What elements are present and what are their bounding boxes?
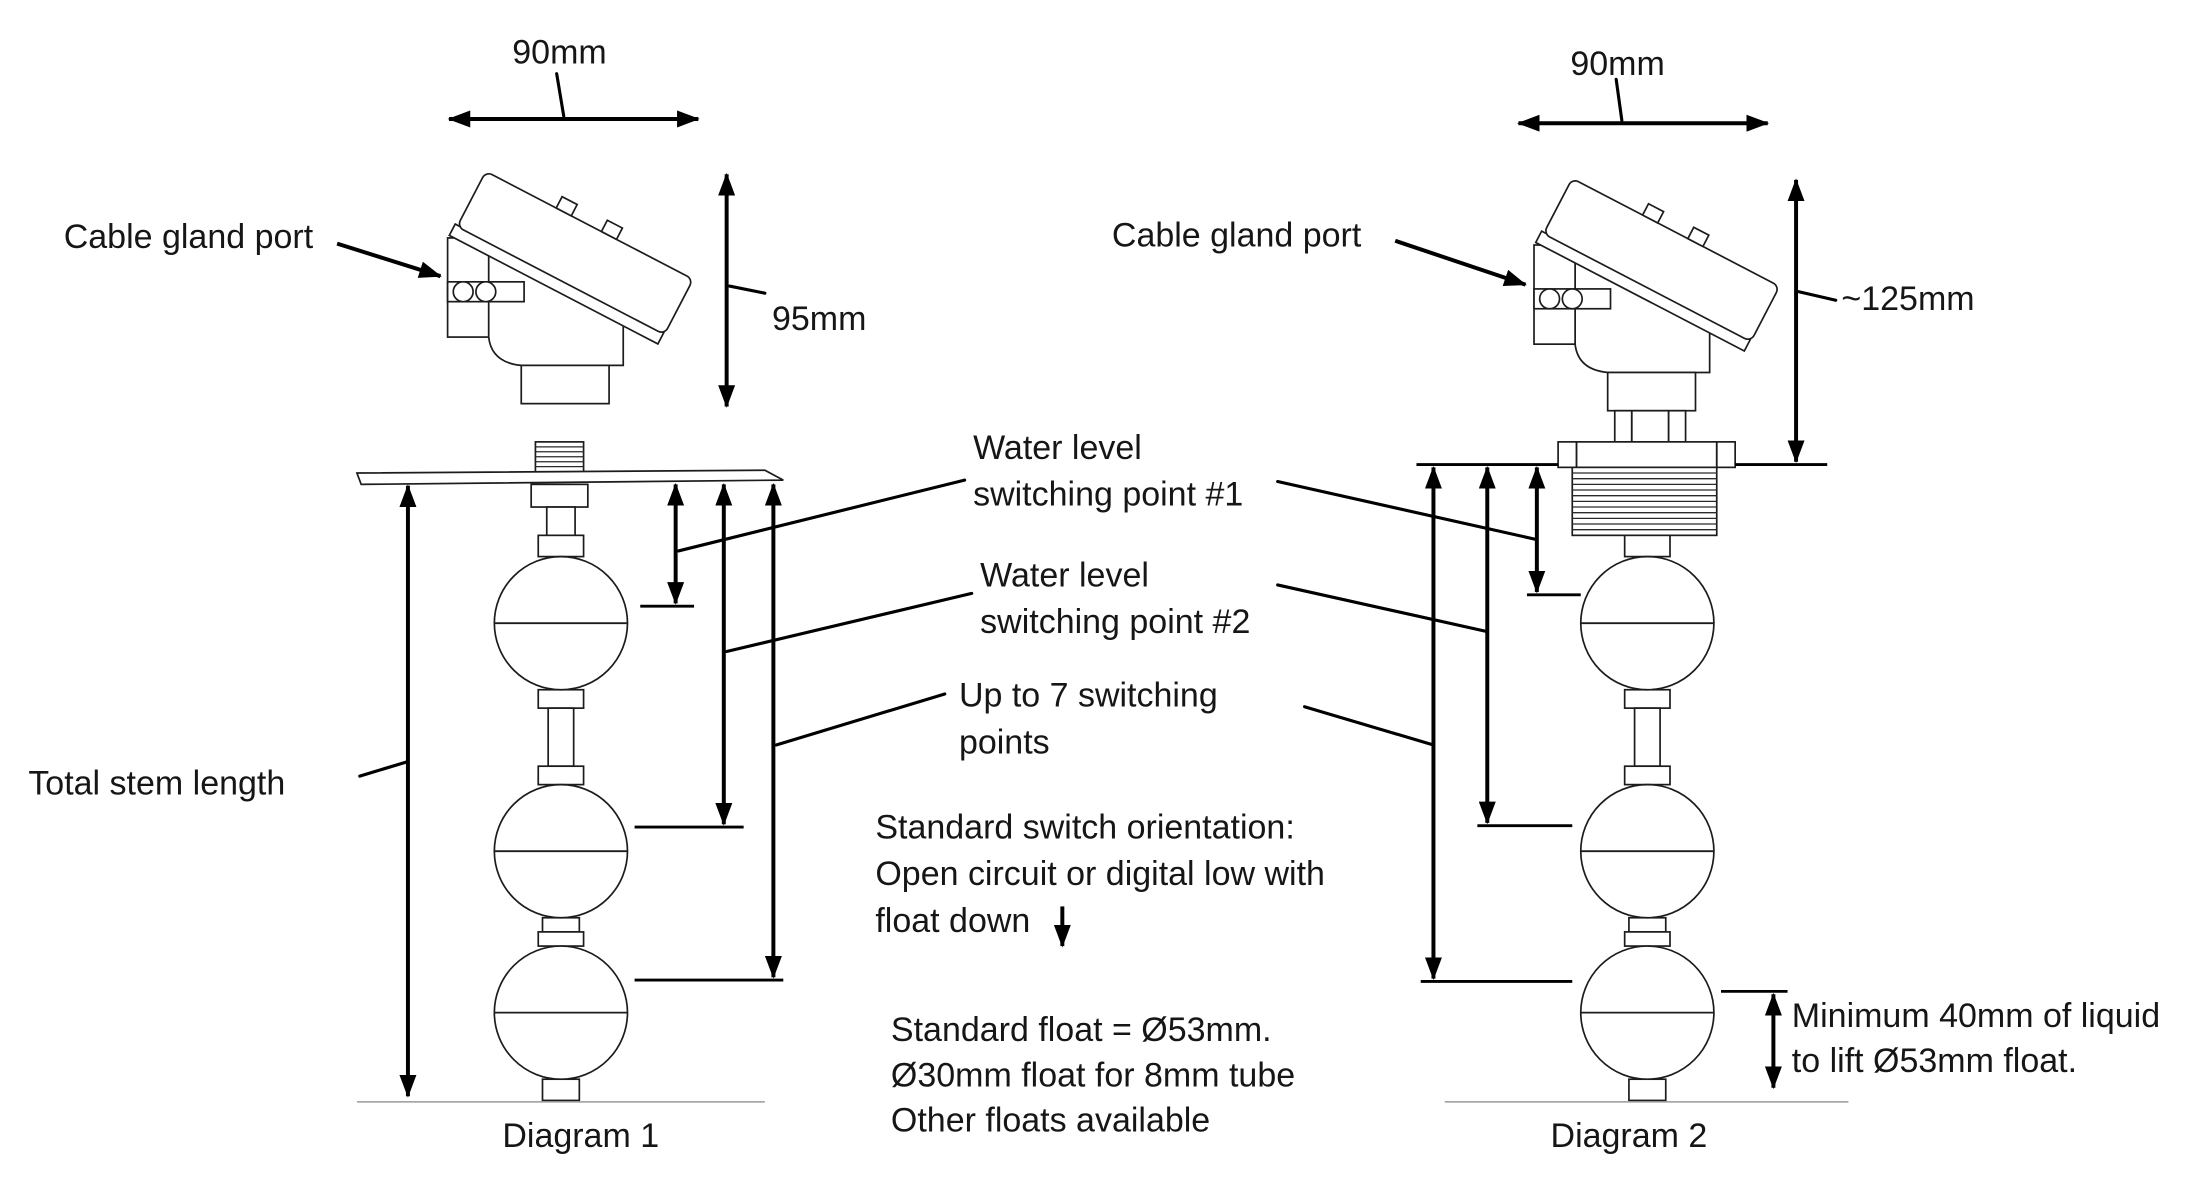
max-switch-points-label-line-2: points bbox=[959, 723, 1050, 761]
max-switch-points-leader-left bbox=[774, 692, 947, 747]
head-cover-lid bbox=[458, 172, 692, 333]
float-assembly-1 bbox=[493, 534, 629, 1102]
stem-segment bbox=[547, 707, 575, 768]
diagram-2-height-label: ~125mm bbox=[1841, 280, 1974, 318]
lid-screw-right bbox=[600, 219, 624, 241]
fitting-hex-flange bbox=[1557, 441, 1737, 469]
fitting-nut bbox=[1613, 409, 1687, 443]
float-note-line-1: Standard float = Ø53mm. bbox=[891, 1011, 1272, 1049]
diagram-1-caption: Diagram 1 bbox=[502, 1117, 659, 1155]
switch-point-1-label-line-1: Water level bbox=[973, 429, 1142, 467]
terminal-head-2 bbox=[1533, 164, 1787, 412]
diagram-2-caption: Diagram 2 bbox=[1551, 1117, 1708, 1155]
cable-gland-ring-right bbox=[475, 280, 497, 303]
diagram-2-height-leader bbox=[1797, 290, 1838, 302]
orientation-note-line-2: Open circuit or digital low with bbox=[875, 855, 1325, 893]
collar bbox=[541, 916, 581, 933]
stem-top-segment bbox=[545, 506, 576, 537]
diagram-1-width-label: 90mm bbox=[512, 34, 606, 72]
minimum-liquid-label-line-2: to lift Ø53mm float. bbox=[1792, 1042, 2077, 1080]
minimum-liquid-label-line-1: Minimum 40mm of liquid bbox=[1792, 997, 2160, 1035]
mounting-2 bbox=[1557, 409, 1737, 537]
switch-point-1-label-line-2: switching point #1 bbox=[973, 476, 1243, 514]
diagram-2-width-leader bbox=[1614, 77, 1624, 122]
fitting-nut-facets bbox=[1630, 410, 1670, 442]
thread-stub-hatching bbox=[535, 446, 584, 473]
switch-point-1-leader-right bbox=[1276, 479, 1539, 542]
mounting-1 bbox=[355, 441, 784, 537]
fitting-thread-hatching bbox=[1572, 472, 1717, 531]
fitting-hex-facets bbox=[1575, 441, 1718, 468]
switch-point-2-label-line-2: switching point #2 bbox=[980, 603, 1250, 641]
max-switch-points-label-line-1: Up to 7 switching bbox=[959, 677, 1218, 715]
terminal-head-1 bbox=[446, 172, 692, 405]
stem-top-block bbox=[530, 483, 589, 508]
diagram-1-width-leader bbox=[555, 72, 566, 118]
diagram-2-cable-gland-arrow bbox=[1394, 238, 1527, 287]
cable-gland-ring-left bbox=[452, 280, 474, 303]
head-neck bbox=[520, 364, 610, 405]
collar bbox=[541, 1078, 581, 1102]
total-stem-label: Total stem length bbox=[28, 765, 285, 803]
switch-point-1-leader-left bbox=[676, 478, 967, 553]
collar bbox=[537, 534, 585, 558]
float-note-line-3: Other floats available bbox=[891, 1102, 1210, 1140]
mounting-flange-plate bbox=[355, 469, 784, 486]
float-assembly-2 bbox=[1579, 534, 1715, 1102]
collar bbox=[537, 931, 585, 947]
max-switch-points-leader-right bbox=[1302, 705, 1436, 747]
orientation-note-line-1: Standard switch orientation: bbox=[875, 808, 1294, 846]
diagram-1-cable-gland-label: Cable gland port bbox=[64, 218, 314, 256]
collar bbox=[537, 688, 585, 709]
head-cover bbox=[448, 172, 692, 346]
switch-point-2-label-line-1: Water level bbox=[980, 556, 1149, 594]
switch-point-2-leader-right bbox=[1276, 583, 1489, 634]
orientation-note-line-3: float down bbox=[875, 902, 1030, 940]
lid-screw-left bbox=[555, 195, 579, 217]
diagram-1-height-label: 95mm bbox=[772, 300, 866, 338]
diagram-2-cable-gland-label: Cable gland port bbox=[1112, 216, 1362, 254]
total-stem-leader bbox=[358, 760, 409, 778]
diagram-1-cable-gland-arrow bbox=[336, 241, 442, 279]
switch-point-2-leader-left bbox=[725, 591, 974, 654]
diagram-2-width-label: 90mm bbox=[1570, 45, 1664, 83]
float-note-line-2: Ø30mm float for 8mm tube bbox=[891, 1056, 1295, 1094]
collar bbox=[537, 765, 585, 786]
diagram-1-height-leader bbox=[727, 284, 767, 295]
